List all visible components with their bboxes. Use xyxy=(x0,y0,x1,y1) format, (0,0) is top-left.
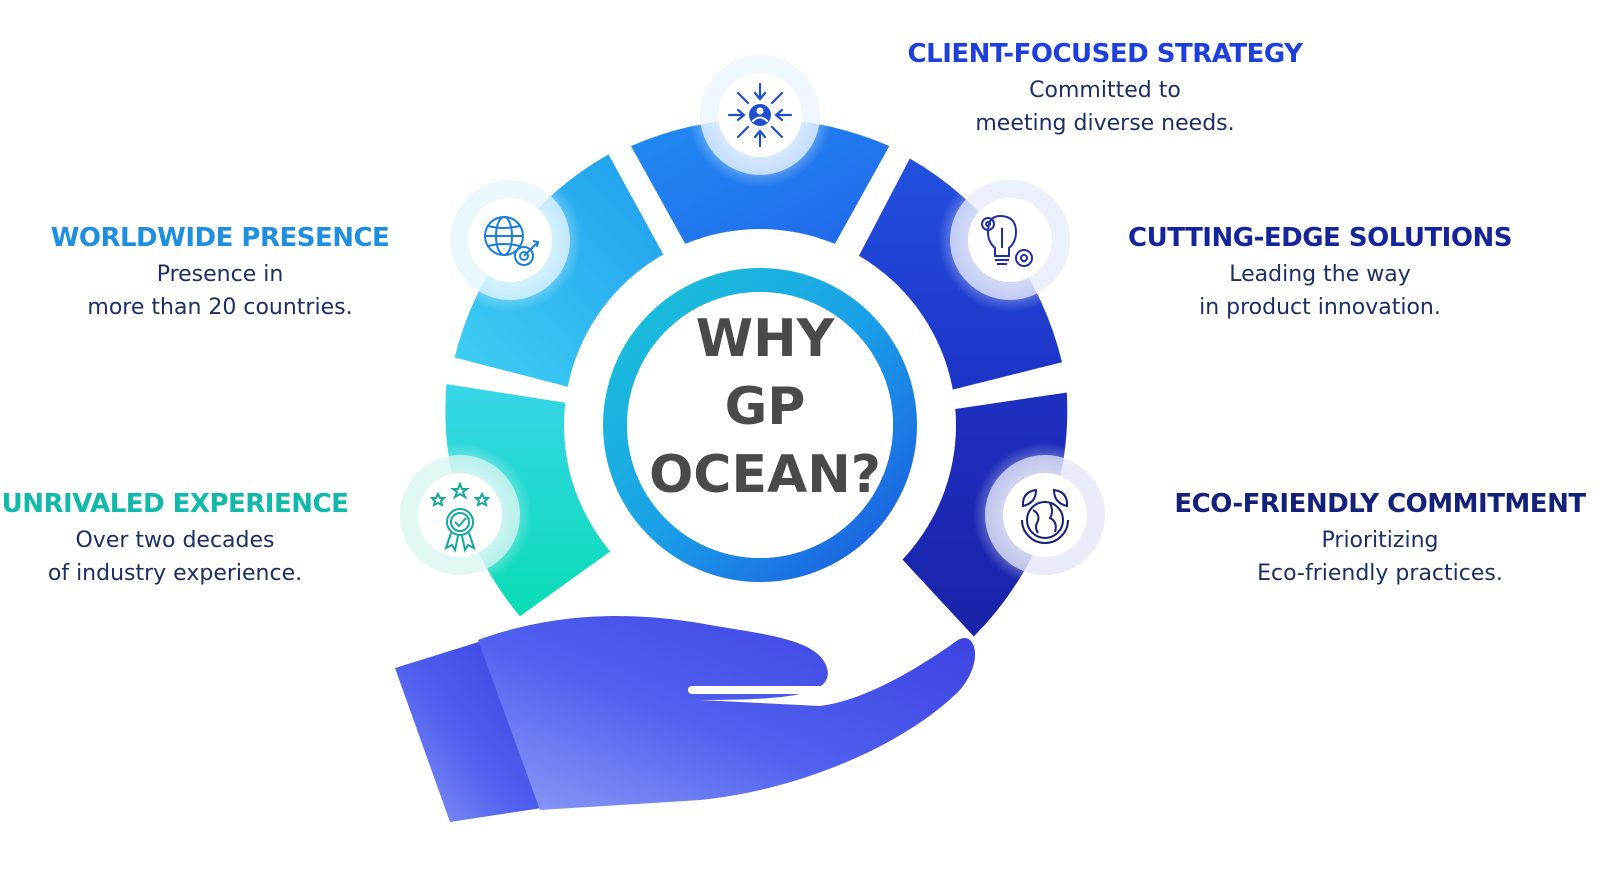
feature-eco-friendly: ECO-FRIENDLY COMMITMENT Prioritizing Eco… xyxy=(1160,488,1600,590)
globe-target-icon xyxy=(484,216,540,266)
feature-description-line: Eco-friendly practices. xyxy=(1257,561,1503,586)
center-ring xyxy=(603,268,917,582)
feature-description-line: Prioritizing xyxy=(1321,528,1439,553)
feature-title: CLIENT-FOCUSED STRATEGY xyxy=(907,39,1303,69)
world-icon-bubble xyxy=(438,168,582,312)
feature-description: Presence in more than 20 countries. xyxy=(20,258,420,324)
eco-icon-bubble xyxy=(973,443,1117,587)
feature-worldwide-presence: WORLDWIDE PRESENCE Presence in more than… xyxy=(20,222,420,324)
feature-title: WORLDWIDE PRESENCE xyxy=(50,223,390,253)
center-heading: WHY GP OCEAN? xyxy=(620,305,910,509)
feature-description: Leading the way in product innovation. xyxy=(1120,258,1520,324)
award-badge-icon xyxy=(429,481,491,553)
feature-description-line: Committed to xyxy=(1029,78,1181,103)
segment-client xyxy=(631,118,890,256)
feature-description: Over two decades of industry experience. xyxy=(0,524,350,590)
feature-description: Committed to meeting diverse needs. xyxy=(900,74,1310,140)
feature-cutting-edge: CUTTING-EDGE SOLUTIONS Leading the way i… xyxy=(1120,222,1520,324)
feature-title: CUTTING-EDGE SOLUTIONS xyxy=(1128,223,1512,253)
eco-globe-icon xyxy=(1021,488,1069,544)
client-focus-icon xyxy=(727,82,793,148)
feature-description-line: Leading the way xyxy=(1229,262,1411,287)
feature-description-line: Presence in xyxy=(156,262,284,287)
feature-client-focused: CLIENT-FOCUSED STRATEGY Committed to mee… xyxy=(900,38,1310,140)
feature-description-line: in product innovation. xyxy=(1199,295,1441,320)
center-line-2: GP xyxy=(724,377,806,437)
feature-description: Prioritizing Eco-friendly practices. xyxy=(1160,524,1600,590)
center-line-3: OCEAN? xyxy=(649,445,881,505)
feature-title: UNRIVALED EXPERIENCE xyxy=(1,489,349,519)
center-line-1: WHY xyxy=(695,309,835,369)
hand-graphic xyxy=(395,615,976,822)
feature-title: ECO-FRIENDLY COMMITMENT xyxy=(1174,489,1586,519)
feature-description-line: Over two decades xyxy=(75,528,275,553)
bulb-gears-icon xyxy=(981,214,1033,267)
cutting-icon-bubble xyxy=(938,168,1082,312)
feature-unrivaled-experience: UNRIVALED EXPERIENCE Over two decades of… xyxy=(0,488,350,590)
unrival-icon-bubble xyxy=(388,443,532,587)
client-icon-bubble xyxy=(688,43,832,187)
feature-description-line: more than 20 countries. xyxy=(87,295,353,320)
feature-description-line: meeting diverse needs. xyxy=(975,111,1235,136)
feature-description-line: of industry experience. xyxy=(47,561,303,586)
